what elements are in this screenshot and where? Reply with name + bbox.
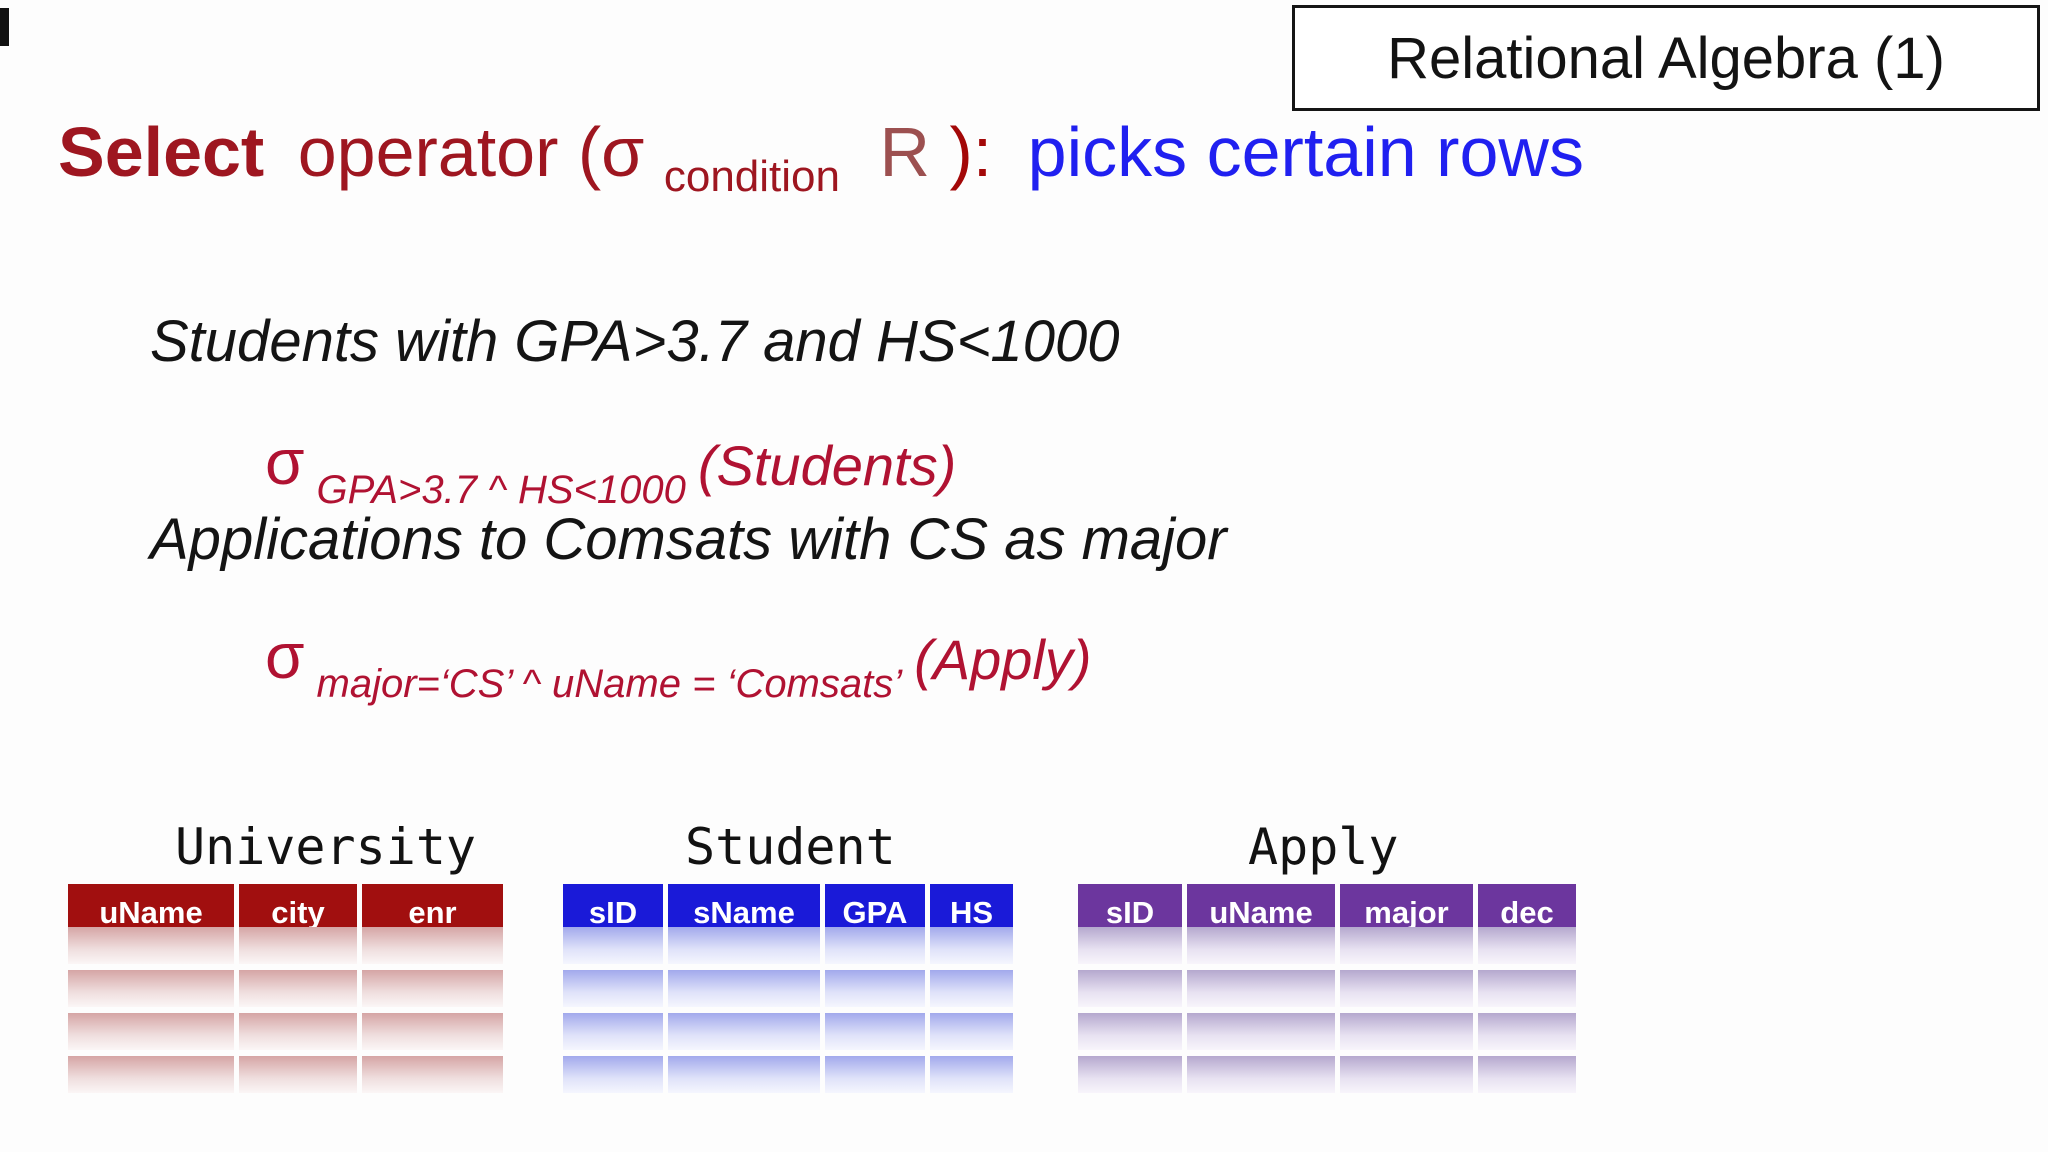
empty-cell <box>1187 970 1335 1007</box>
empty-cell <box>1078 1056 1182 1093</box>
empty-cell <box>563 970 663 1007</box>
empty-cell <box>1478 927 1576 964</box>
heading-select-word: Select <box>58 113 265 191</box>
empty-cell <box>1340 970 1473 1007</box>
empty-cell <box>239 1056 357 1093</box>
example1-formula: σ GPA>3.7 ^ HS<1000 (Students) <box>265 414 956 512</box>
empty-cell <box>362 927 503 964</box>
empty-cell <box>563 1013 663 1050</box>
empty-cell <box>1078 1013 1182 1050</box>
empty-cell <box>1340 927 1473 964</box>
empty-cell <box>1187 1013 1335 1050</box>
formula-condition: major=‘CS’ ^ uName = ‘Comsats’ <box>316 662 903 706</box>
student-table: sID sName GPA HS <box>563 884 1013 1093</box>
empty-cell <box>668 1056 820 1093</box>
example2-description: Applications to Comsats with CS as major <box>150 507 1227 572</box>
sigma-symbol: σ <box>265 426 305 498</box>
empty-cell <box>1340 1013 1473 1050</box>
empty-cell <box>239 970 357 1007</box>
screen-edge-artifact <box>0 8 9 46</box>
empty-cell <box>239 1013 357 1050</box>
slide-title: Relational Algebra (1) <box>1387 25 1945 91</box>
empty-cell <box>825 970 925 1007</box>
empty-cell <box>68 1056 234 1093</box>
heading-relation-variable: R <box>879 113 930 191</box>
empty-cell <box>825 927 925 964</box>
empty-cell <box>825 1013 925 1050</box>
student-table-title: Student <box>685 818 896 876</box>
empty-cell <box>1340 1056 1473 1093</box>
empty-cell <box>68 970 234 1007</box>
empty-cell <box>930 1013 1013 1050</box>
university-table-title: University <box>175 818 477 876</box>
empty-cell <box>668 970 820 1007</box>
empty-cell <box>1478 970 1576 1007</box>
empty-cell <box>825 1056 925 1093</box>
empty-cell <box>563 1056 663 1093</box>
apply-table-title: Apply <box>1248 818 1399 876</box>
empty-cell <box>1078 927 1182 964</box>
example2-formula: σ major=‘CS’ ^ uName = ‘Comsats’ (Apply) <box>265 608 1092 706</box>
example1-description: Students with GPA>3.7 and HS<1000 <box>150 309 1120 374</box>
empty-cell <box>1478 1013 1576 1050</box>
empty-cell <box>362 970 503 1007</box>
empty-cell <box>1078 970 1182 1007</box>
empty-cell <box>362 1013 503 1050</box>
formula-relation: (Apply) <box>914 628 1092 691</box>
formula-relation: (Students) <box>697 434 957 497</box>
heading-close-paren: ): <box>949 113 993 191</box>
empty-cell <box>239 927 357 964</box>
empty-cell <box>1187 927 1335 964</box>
empty-cell <box>930 1056 1013 1093</box>
empty-cell <box>68 927 234 964</box>
slide-title-box: Relational Algebra (1) <box>1292 5 2040 111</box>
heading-condition-subscript: condition <box>663 151 840 201</box>
apply-table: sID uName major dec <box>1078 884 1576 1093</box>
empty-cell <box>1478 1056 1576 1093</box>
empty-cell <box>930 927 1013 964</box>
university-table: uName city enr <box>68 884 503 1093</box>
empty-cell <box>362 1056 503 1093</box>
heading-tagline: picks certain rows <box>1027 113 1584 191</box>
page-title: Select operator (σ condition R ): picks … <box>58 112 1584 203</box>
empty-cell <box>668 927 820 964</box>
formula-condition: GPA>3.7 ^ HS<1000 <box>316 468 686 512</box>
sigma-symbol: σ <box>265 620 305 692</box>
empty-cell <box>563 927 663 964</box>
empty-cell <box>668 1013 820 1050</box>
empty-cell <box>930 970 1013 1007</box>
heading-operator-sigma: operator (σ <box>297 113 645 191</box>
empty-cell <box>68 1013 234 1050</box>
empty-cell <box>1187 1056 1335 1093</box>
